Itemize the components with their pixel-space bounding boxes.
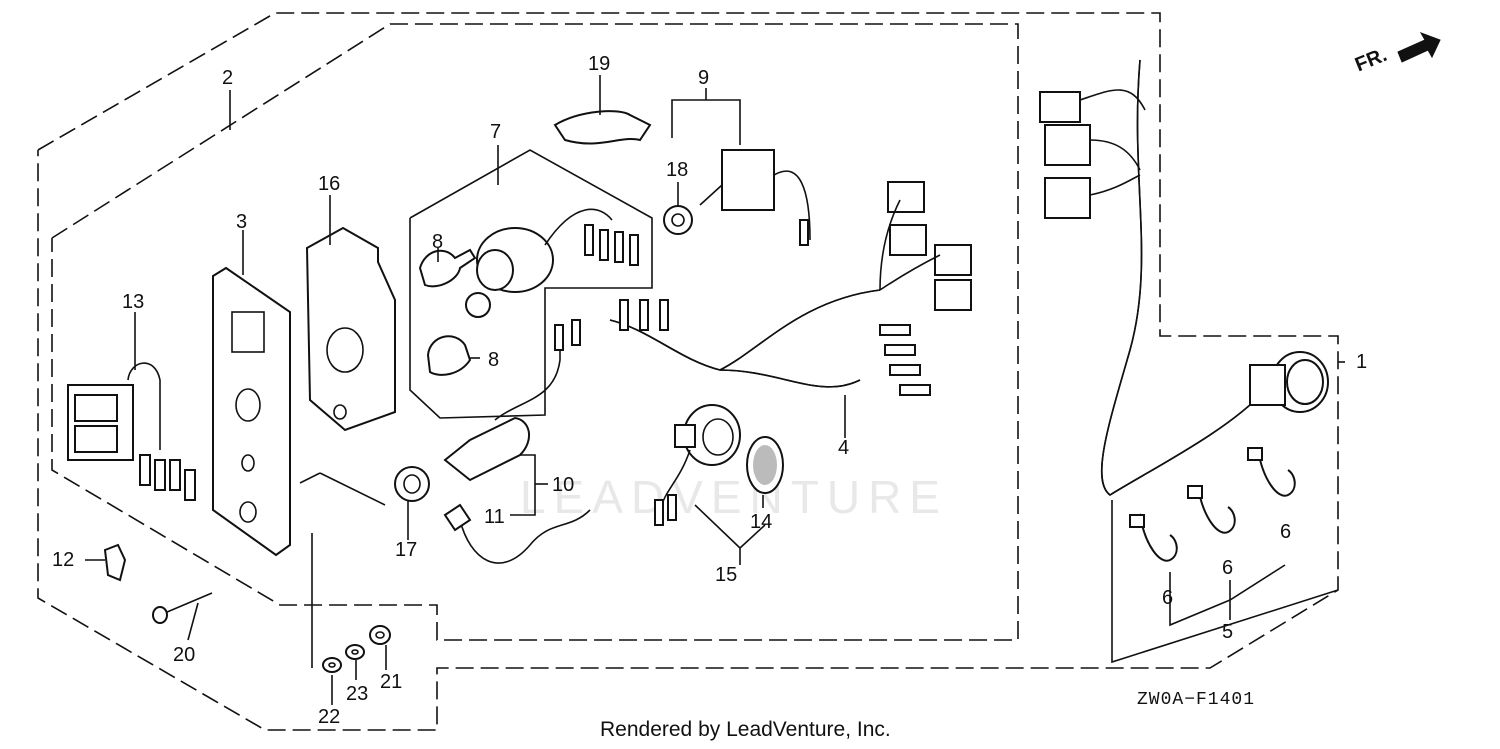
diagram-code: ZW0A−F1401 [1137,690,1256,710]
callout-14: 14 [750,511,773,533]
callout-4: 4 [838,437,850,459]
callout-12: 12 [52,549,75,571]
callout-22: 22 [318,706,341,728]
callout-3: 3 [236,211,248,233]
callout-6c: 6 [1280,521,1292,543]
callout-21: 21 [380,671,403,693]
callout-19: 19 [588,53,611,75]
callout-9: 9 [698,67,710,89]
screw-part [152,592,213,624]
callout-10: 10 [552,474,575,496]
callout-8a: 8 [432,231,444,253]
assembly-boundary-inner [51,23,1019,641]
switch-part [67,362,196,501]
callout-6b: 6 [1222,557,1234,579]
panel-plate-part [212,266,291,557]
watermark: LEADVENTURE [520,471,948,523]
callout-8b: 8 [488,349,500,371]
callout-17: 17 [395,539,418,561]
wire-harness-part [609,181,972,396]
callout-6a: 6 [1162,587,1174,609]
retainer-clip-part [103,543,127,582]
ignition-switch-part [409,149,653,419]
buzzer-cover-part [746,436,784,494]
callout-16: 16 [318,173,341,195]
buzzer-part [654,404,741,526]
callout-18: 18 [666,159,689,181]
callout-11: 11 [484,506,505,528]
callout-7: 7 [490,121,502,143]
emergency-stop-switch-part [443,319,591,564]
mounting-bracket-part [305,226,396,432]
assembly-boundary-outer [37,12,1339,731]
toggle-switch-part [663,149,811,246]
callout-5: 5 [1222,621,1234,643]
washers-and-nut [322,625,391,673]
callout-2: 2 [222,67,234,89]
callout-20: 20 [173,644,196,666]
callout-15: 15 [715,564,738,586]
main-harness-part [1039,59,1329,496]
cable-strap-part [553,110,652,145]
grommet-nut-part [394,466,430,502]
callout-23: 23 [346,683,369,705]
footer-credit: Rendered by LeadVenture, Inc. [600,718,891,741]
harness-clips [1129,447,1296,562]
ignition-key-part [418,248,491,376]
leader-lines [85,75,1345,705]
clip-group-bracket [1111,500,1339,664]
front-direction-arrow [1397,32,1441,63]
callout-13: 13 [122,291,145,313]
callout-1: 1 [1356,351,1368,373]
